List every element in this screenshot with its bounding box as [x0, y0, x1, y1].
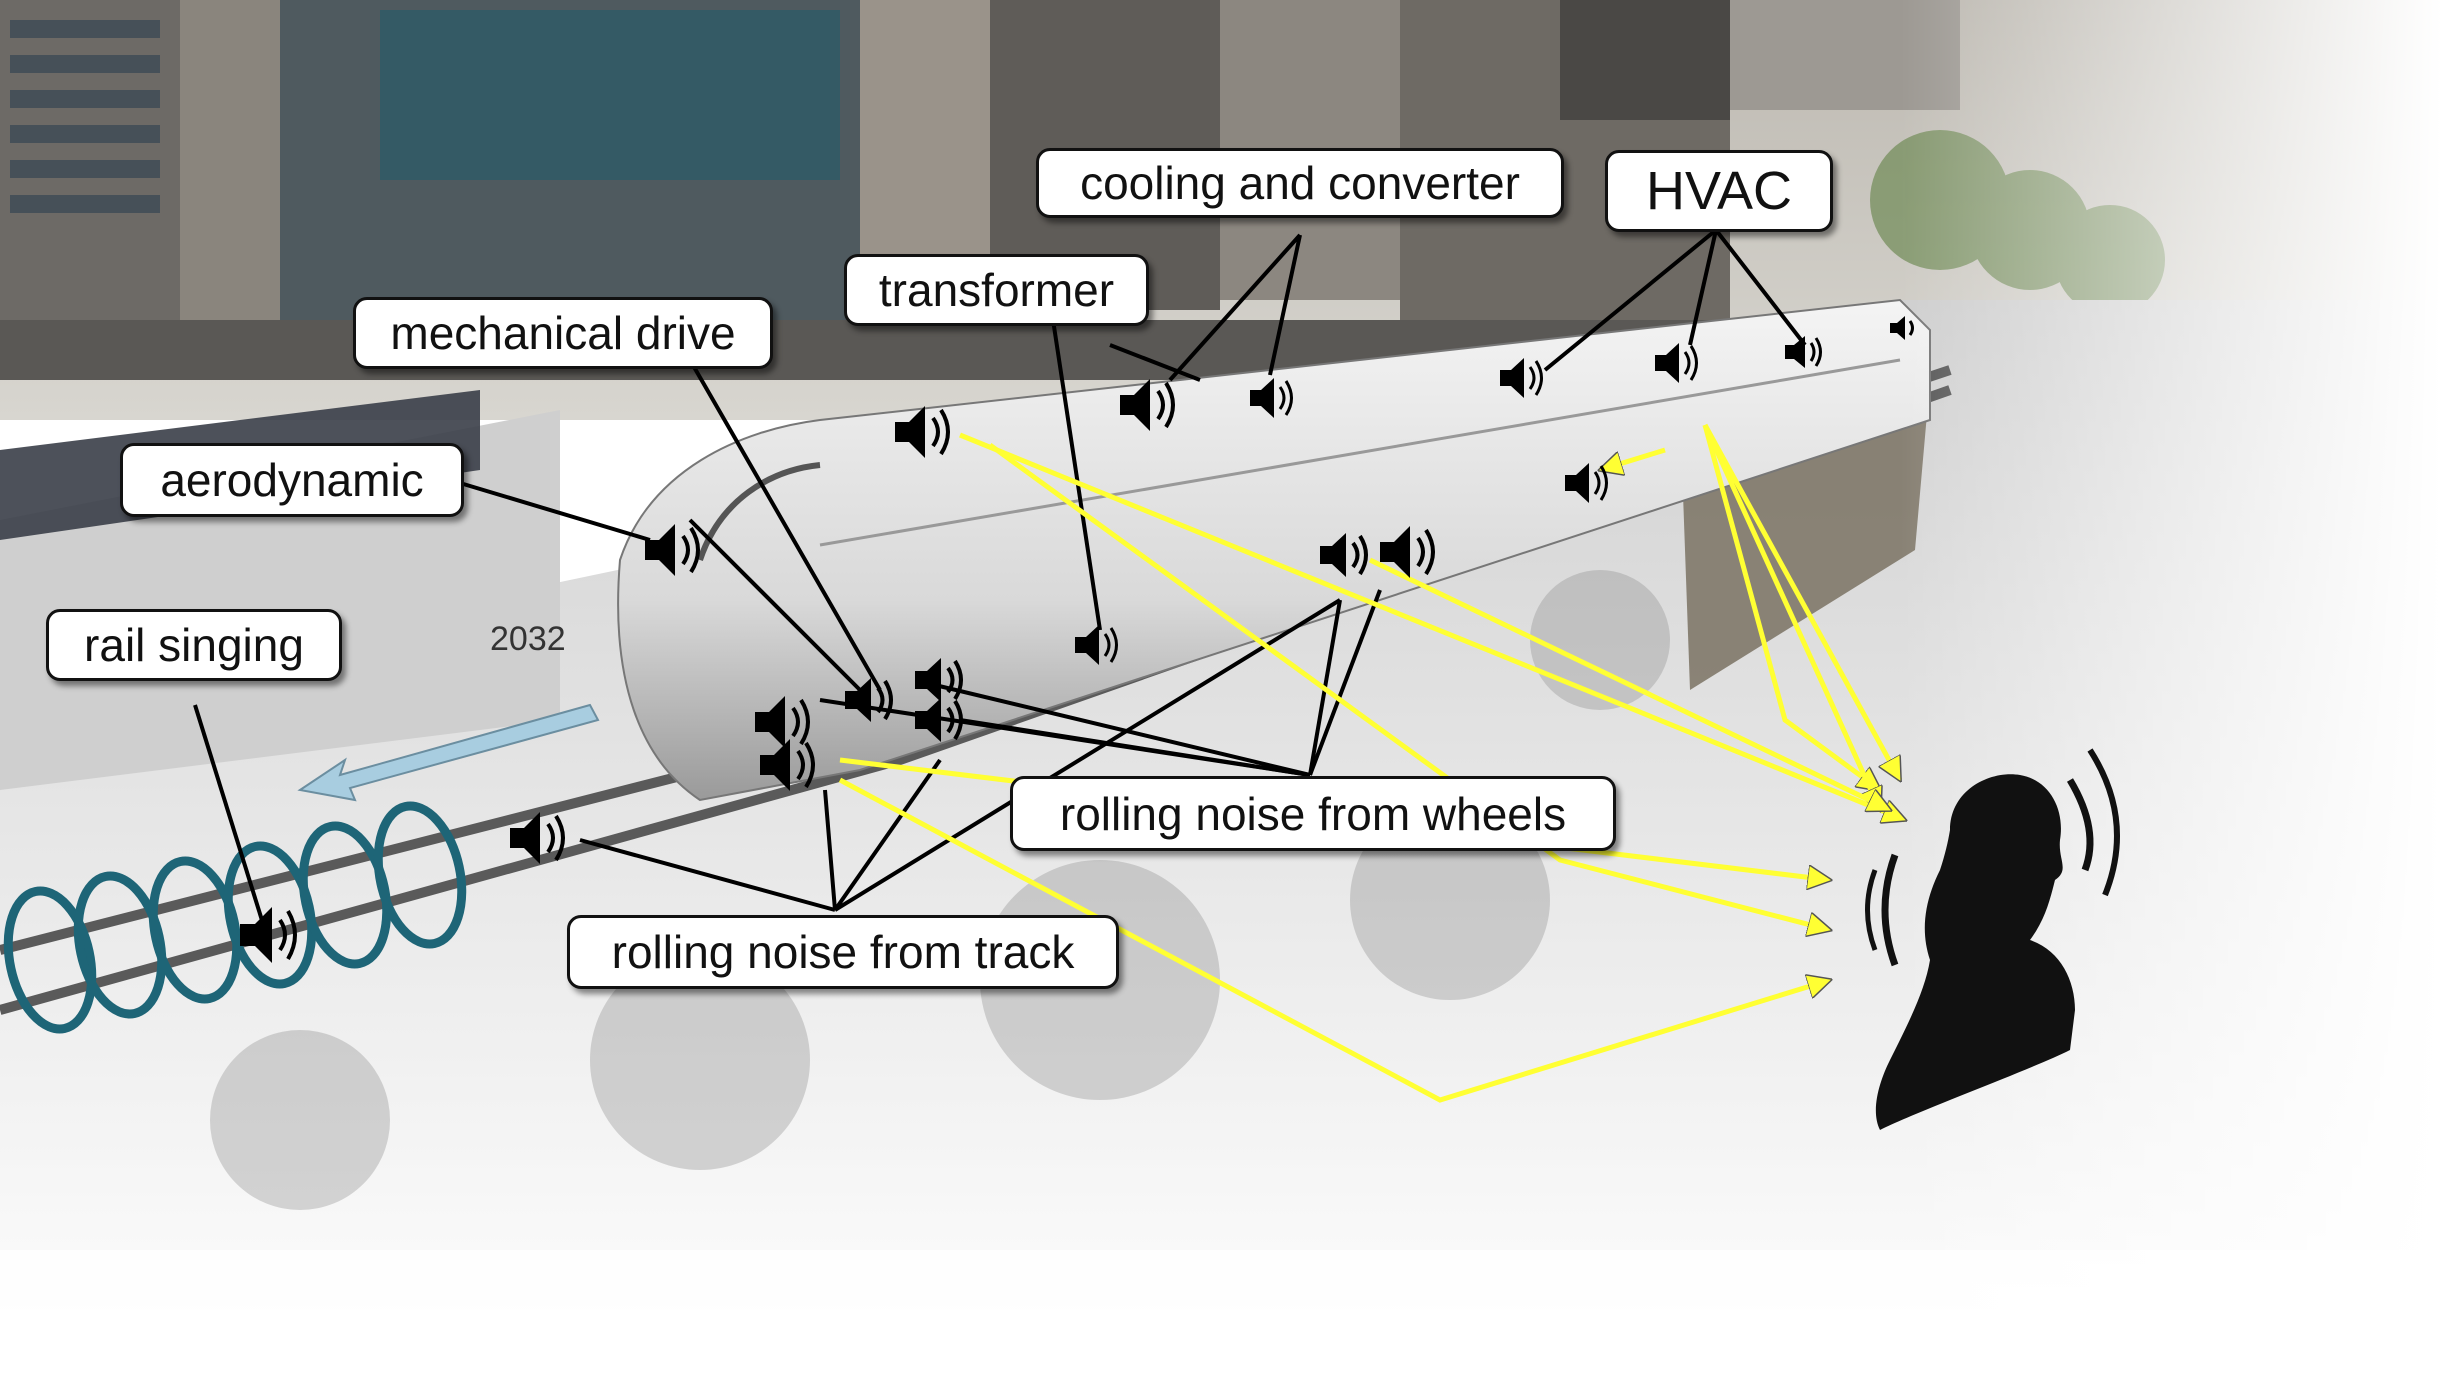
- speaker-icon: [1075, 625, 1118, 665]
- label-rolling-noise-from-wheels: rolling noise from wheels: [1010, 776, 1616, 851]
- speaker-icon: [755, 696, 810, 748]
- speaker-icon: [1320, 533, 1368, 577]
- speaker-icon: [645, 524, 700, 576]
- speaker-icon: [1250, 378, 1293, 418]
- speaker-icon: [1500, 358, 1543, 398]
- label-cooling-and-converter: cooling and converter: [1036, 148, 1564, 218]
- speaker-icons: [240, 316, 1914, 963]
- label-text: transformer: [878, 264, 1115, 316]
- right-fade: [1900, 0, 2442, 1384]
- label-text: cooling and converter: [1080, 157, 1520, 209]
- listener-head-icon: [1865, 748, 2120, 1130]
- label-text: aerodynamic: [160, 454, 424, 506]
- label-hvac: HVAC: [1605, 150, 1833, 232]
- label-text: mechanical drive: [390, 307, 736, 359]
- speaker-icon: [1565, 463, 1608, 503]
- label-text: rolling noise from track: [611, 926, 1075, 978]
- speaker-icon: [760, 739, 815, 791]
- label-text: rail singing: [84, 619, 304, 671]
- speaker-icon: [845, 678, 893, 722]
- label-mechanical-drive: mechanical drive: [353, 297, 773, 369]
- motion-arrow-icon: [297, 703, 600, 802]
- speaker-icon: [1655, 343, 1698, 383]
- label-rolling-noise-from-track: rolling noise from track: [567, 915, 1119, 989]
- propagation-arrows: [838, 423, 1905, 1103]
- speaker-icon: [1890, 316, 1914, 340]
- speaker-icon: [1120, 379, 1175, 431]
- speaker-icon: [510, 812, 565, 864]
- speaker-icon: [895, 406, 950, 458]
- label-rail-singing: rail singing: [46, 609, 342, 681]
- label-text: HVAC: [1645, 161, 1793, 221]
- speaker-icon: [1785, 336, 1822, 368]
- train-number: 2032: [490, 620, 566, 658]
- rail-singing-coils: [3, 801, 467, 1034]
- speaker-icon: [240, 907, 297, 963]
- label-text: rolling noise from wheels: [1059, 787, 1567, 840]
- speaker-icon: [1380, 526, 1435, 578]
- label-aerodynamic: aerodynamic: [120, 443, 464, 517]
- speaker-icon: [915, 698, 963, 742]
- label-transformer: transformer: [844, 254, 1149, 326]
- speaker-icon: [915, 658, 963, 702]
